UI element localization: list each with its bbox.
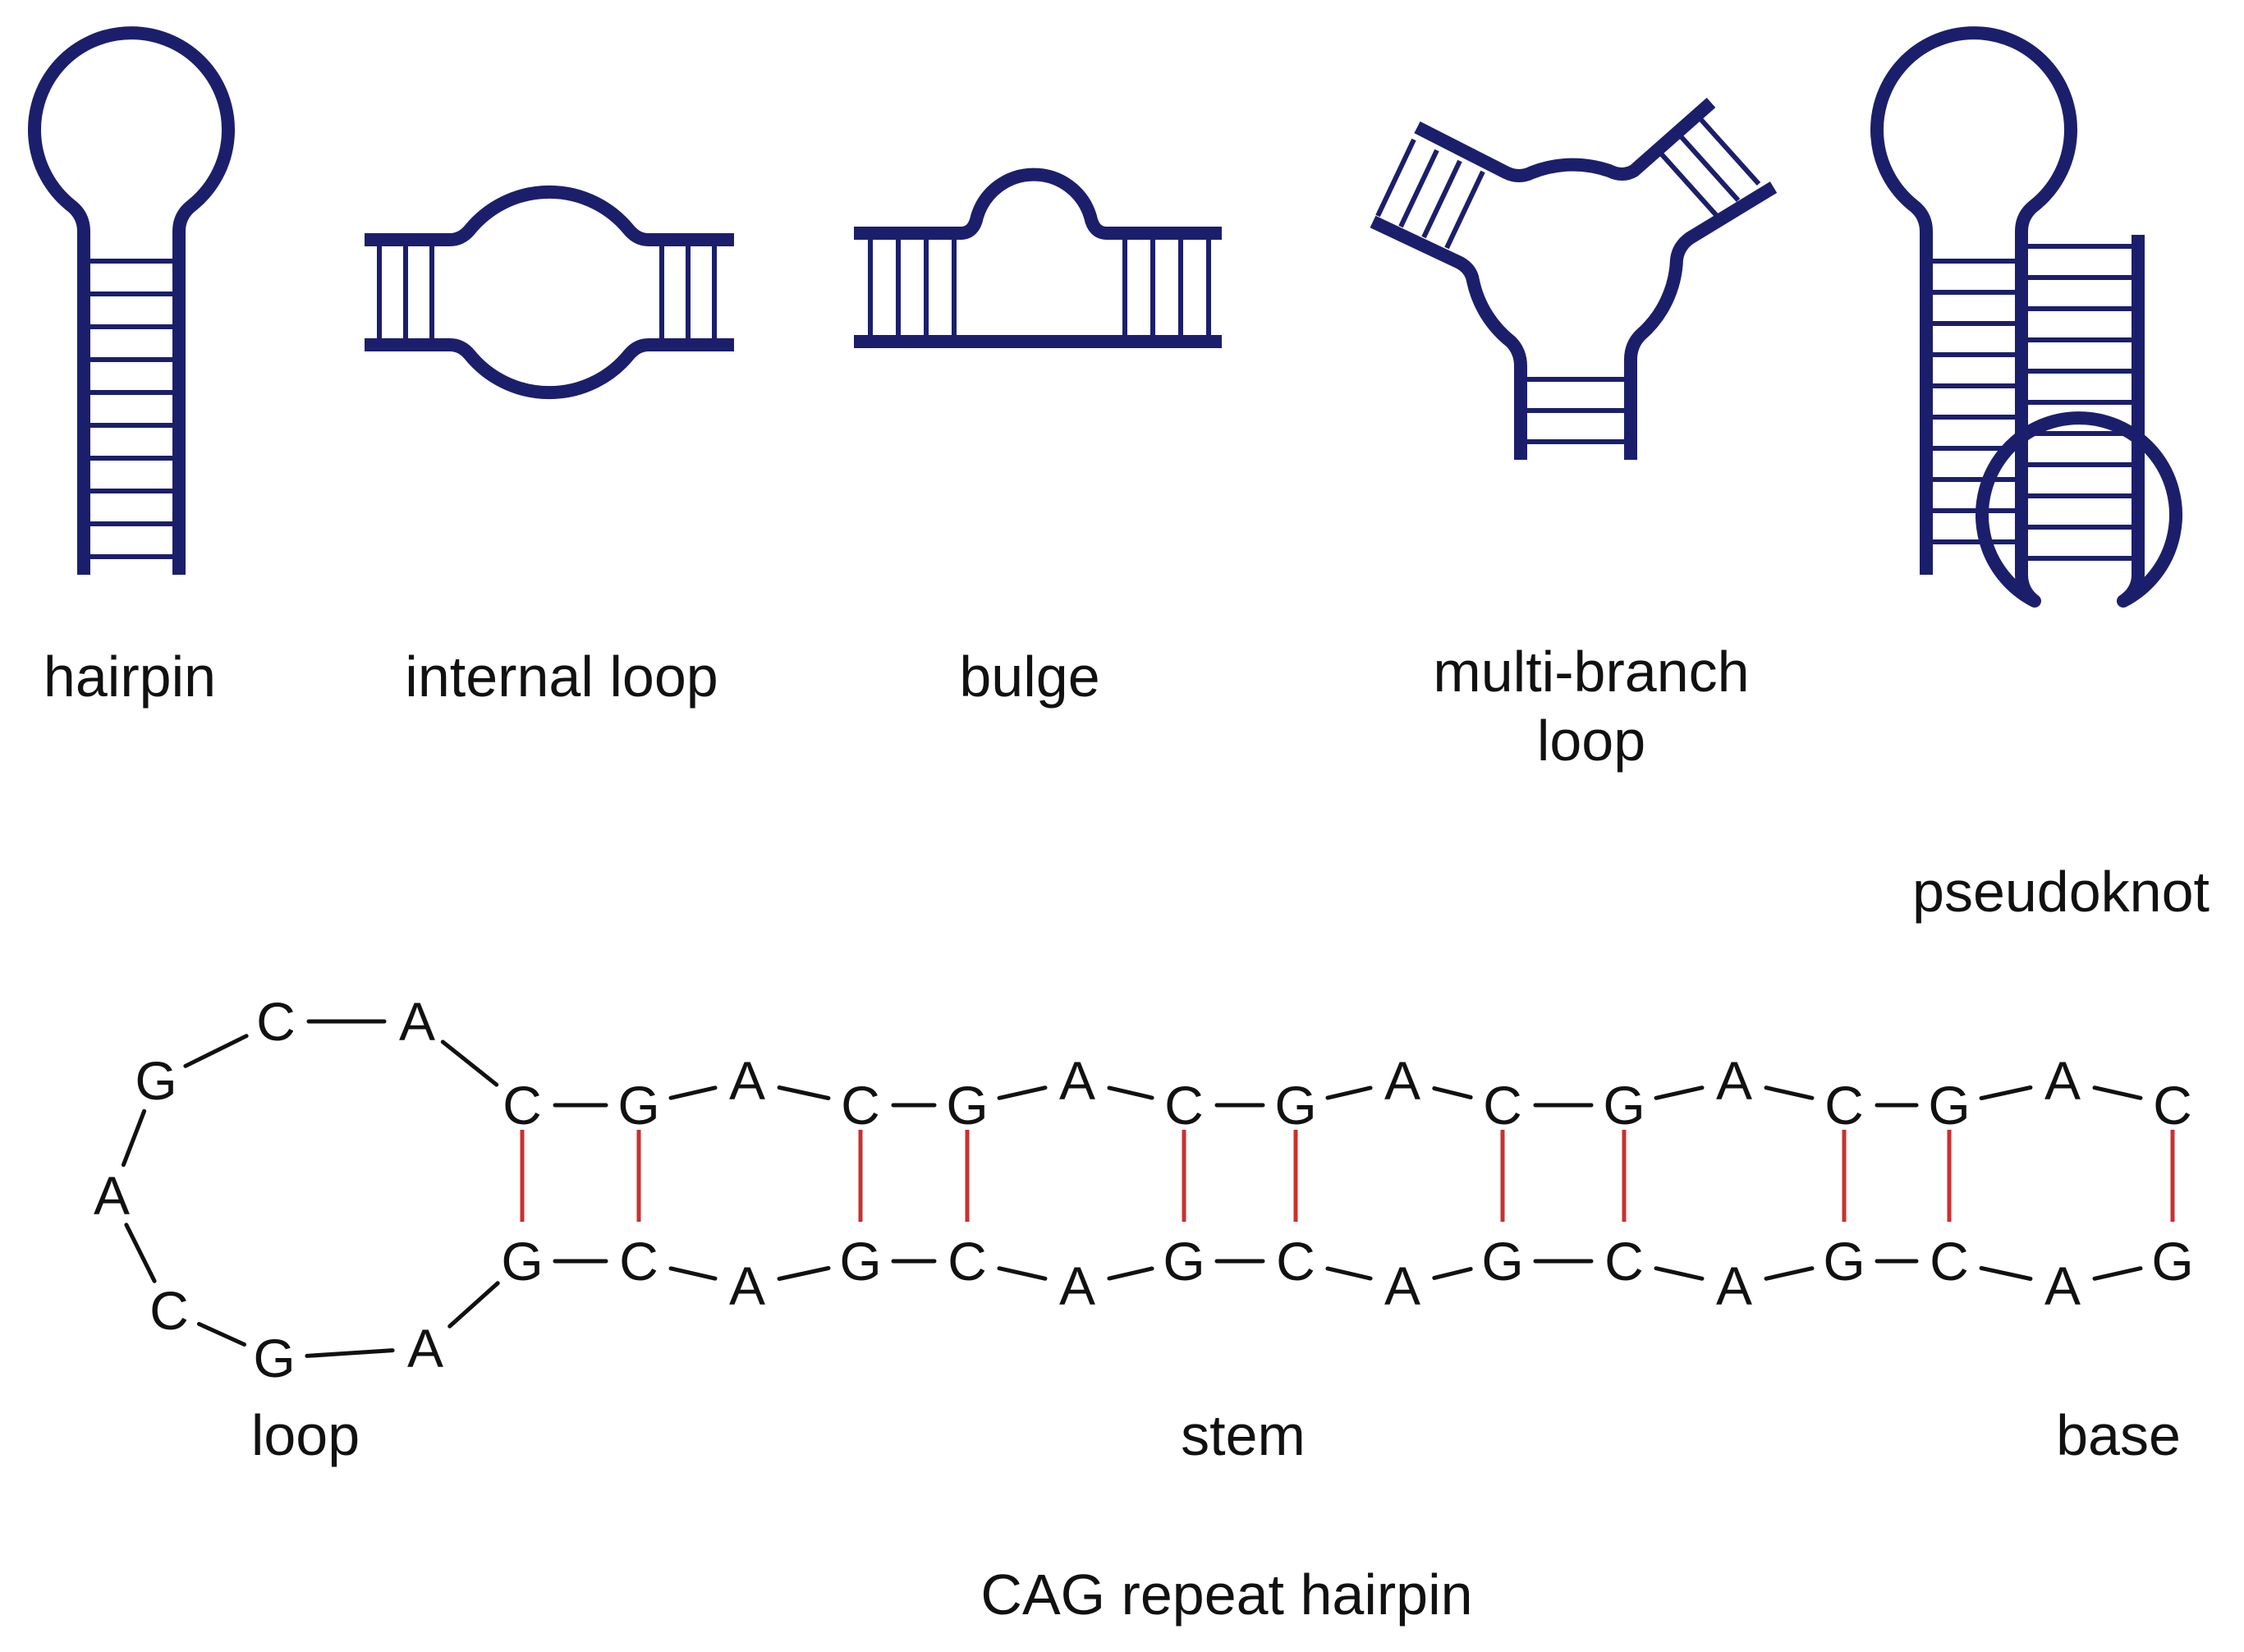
hairpin-rungs bbox=[84, 259, 179, 559]
internal-loop-label: internal loop bbox=[405, 645, 718, 709]
nucleotide-loop: C bbox=[149, 1280, 189, 1341]
backbone-bond bbox=[1654, 1085, 1705, 1100]
nucleotide-loop: A bbox=[407, 1318, 443, 1379]
nucleotide-top: A bbox=[1059, 1050, 1095, 1111]
nucleotide-bottom: C bbox=[1276, 1231, 1315, 1292]
base-label: base bbox=[2056, 1403, 2181, 1467]
nucleotide-top: C bbox=[1164, 1075, 1204, 1136]
pseudoknot-label: pseudoknot bbox=[1912, 860, 2210, 924]
internal-loop-diagram bbox=[365, 185, 734, 400]
diagram-title: CAG repeat hairpin bbox=[980, 1563, 1472, 1627]
backbone-bond bbox=[1979, 1265, 2033, 1282]
backbone-bond bbox=[1107, 1085, 1154, 1100]
loop-label: loop bbox=[251, 1403, 360, 1467]
pseudoknot-stem2-rungs bbox=[2021, 244, 2138, 561]
nucleotide-bottom: C bbox=[948, 1231, 987, 1292]
stem-label: stem bbox=[1181, 1403, 1306, 1467]
multi-branch-loop-diagram bbox=[1370, 98, 1778, 460]
loop-backbone-bond bbox=[305, 1348, 395, 1358]
loop-backbone-bond bbox=[440, 1039, 499, 1087]
nucleotide-top: G bbox=[1928, 1075, 1970, 1136]
backbone-bond bbox=[1325, 1085, 1373, 1100]
loop-backbone-bond bbox=[124, 1223, 157, 1283]
backbone-bond bbox=[2092, 1085, 2143, 1100]
backbone-bond bbox=[1432, 1086, 1473, 1099]
nucleotide-bottom: A bbox=[1716, 1255, 1752, 1316]
nucleotide-top: A bbox=[2044, 1050, 2081, 1111]
multi-branch-label-line1: multi-branch bbox=[1433, 640, 1749, 704]
nucleotide-top: C bbox=[1824, 1075, 1864, 1136]
nucleotide-bottom: A bbox=[2044, 1255, 2081, 1316]
nucleotide-bottom: G bbox=[2151, 1231, 2193, 1292]
nucleotide-bottom: A bbox=[1059, 1255, 1095, 1316]
nucleotide-top: G bbox=[946, 1075, 988, 1136]
loop-backbone-bond bbox=[196, 1322, 247, 1347]
nucleotide-bottom: G bbox=[1163, 1231, 1205, 1292]
nucleotide-top: C bbox=[1483, 1075, 1522, 1136]
loop-backbone-bond bbox=[121, 1108, 147, 1168]
nucleotide-top: C bbox=[502, 1075, 542, 1136]
backbone-bond bbox=[668, 1266, 718, 1281]
bulge-label: bulge bbox=[959, 645, 1099, 709]
pseudoknot-diagram bbox=[1870, 26, 2182, 608]
nucleotide-loop: C bbox=[256, 991, 296, 1052]
nucleotide-top: A bbox=[729, 1050, 765, 1111]
backbone-bond bbox=[997, 1085, 1048, 1100]
backbone-bond bbox=[777, 1085, 831, 1101]
backbone-bond bbox=[2092, 1266, 2143, 1281]
nucleotide-top: C bbox=[2153, 1075, 2192, 1136]
nucleotide-top: A bbox=[1716, 1050, 1752, 1111]
multi-branch-label-line2: loop bbox=[1537, 709, 1645, 773]
nucleotide-bottom: A bbox=[729, 1255, 765, 1316]
bulge-diagram bbox=[854, 167, 1222, 348]
nucleotide-top: C bbox=[841, 1075, 880, 1136]
backbone-bond bbox=[1654, 1266, 1705, 1281]
nucleotide-loop: A bbox=[399, 991, 435, 1052]
nucleotide-top: G bbox=[1274, 1075, 1316, 1136]
backbone-bond bbox=[1107, 1266, 1154, 1281]
nucleotide-bottom: G bbox=[839, 1231, 881, 1292]
backbone-bond bbox=[997, 1266, 1048, 1281]
multi-branch-rungs bbox=[1375, 117, 1761, 444]
loop-backbone-bond bbox=[447, 1281, 500, 1328]
nucleotide-bottom: G bbox=[1481, 1231, 1523, 1292]
backbone-bond bbox=[668, 1085, 718, 1100]
hairpin-label: hairpin bbox=[44, 645, 216, 709]
backbone-bond bbox=[777, 1265, 831, 1282]
nucleotide-top: G bbox=[617, 1075, 659, 1136]
nucleotide-bottom: A bbox=[1384, 1255, 1420, 1316]
nucleotide-bottom: G bbox=[1823, 1231, 1865, 1292]
backbone-bond bbox=[1325, 1266, 1373, 1281]
nucleotide-bottom: C bbox=[1930, 1231, 1969, 1292]
pseudoknot-stem1-rungs bbox=[1926, 259, 2021, 544]
nucleotide-bottom: G bbox=[501, 1231, 543, 1292]
nucleotide-top: G bbox=[1603, 1075, 1645, 1136]
loop-backbone-bond bbox=[183, 1034, 249, 1068]
nucleotide-loop: A bbox=[94, 1165, 130, 1226]
nucleotide-loop: G bbox=[135, 1050, 177, 1111]
backbone-bond bbox=[1432, 1267, 1473, 1280]
nucleotide-loop: G bbox=[253, 1328, 295, 1388]
backbone-bond bbox=[1979, 1085, 2033, 1101]
backbone-bond bbox=[1764, 1266, 1815, 1281]
nucleotide-bottom: C bbox=[1604, 1231, 1644, 1292]
nucleotide-top: A bbox=[1384, 1050, 1420, 1111]
hairpin-diagram bbox=[28, 26, 235, 575]
backbone-bond bbox=[1764, 1085, 1815, 1100]
nucleotide-bottom: C bbox=[619, 1231, 659, 1292]
